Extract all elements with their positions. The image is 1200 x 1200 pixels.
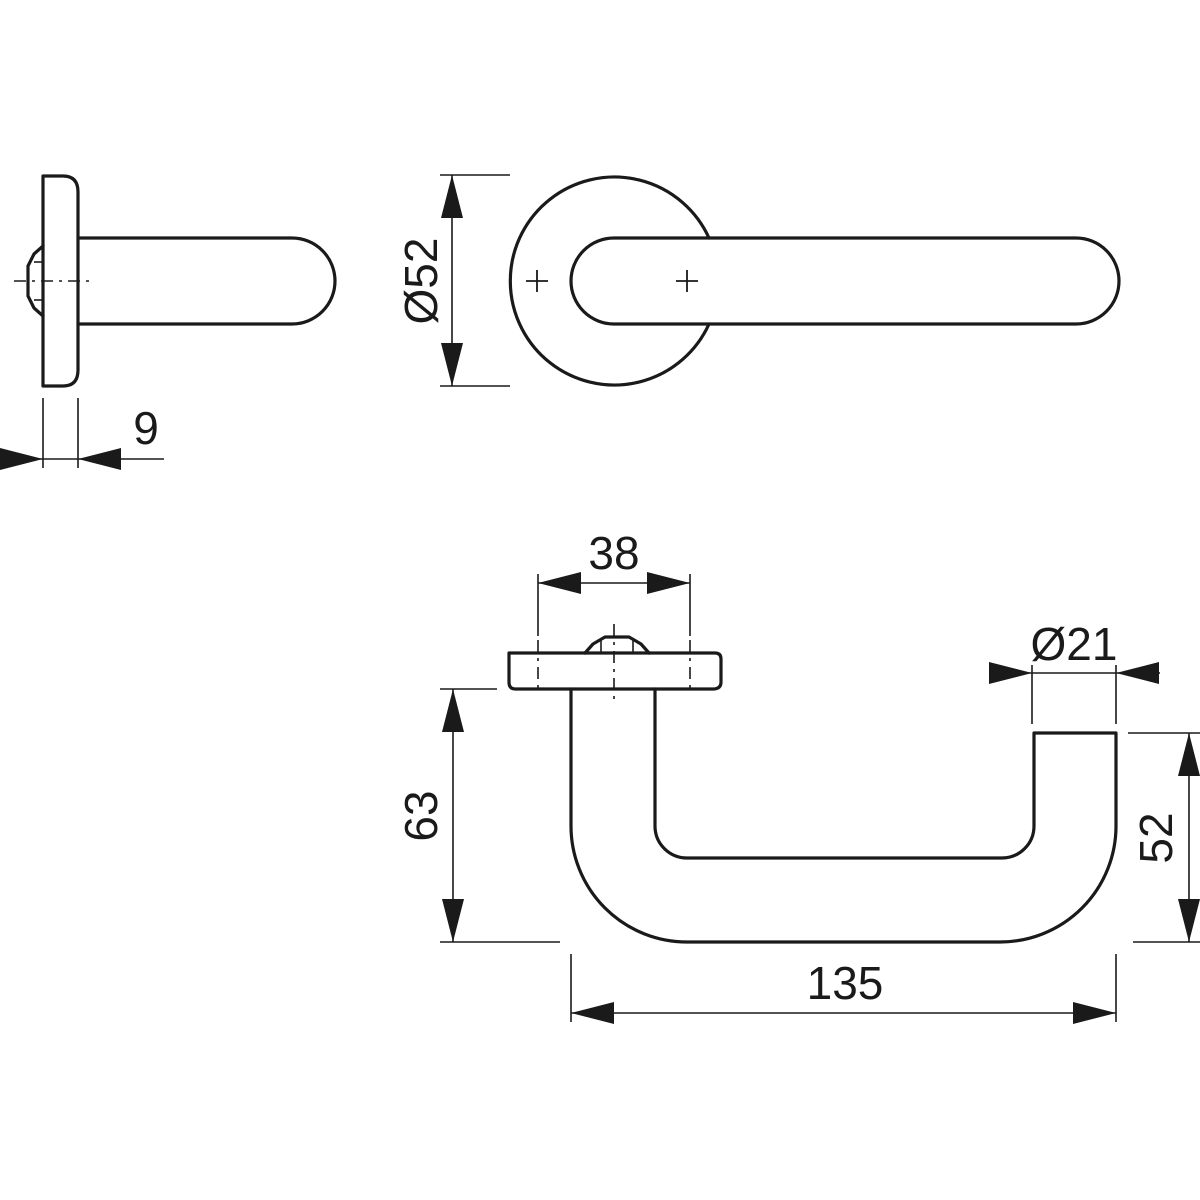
- side-view-spindle-screw: [26, 244, 45, 318]
- front-view-rose-outline: [508, 175, 711, 387]
- dimension-arrow-right: [1073, 1002, 1116, 1024]
- top-view: [507, 624, 1118, 944]
- lever-fixing-point-mark: [676, 270, 698, 292]
- dimension-arrow-bottom: [442, 899, 464, 942]
- dimension-label-rose-offset: 38: [588, 527, 639, 579]
- dimension-arrow-left: [0, 448, 43, 470]
- dimension-label-end-height: 52: [1130, 812, 1182, 863]
- dimension-rose-thickness: 9: [0, 398, 164, 470]
- dimension-handle-diameter: Ø21: [989, 618, 1160, 724]
- dimension-arrow-left: [989, 662, 1032, 684]
- dimension-handle-height: 63: [395, 688, 560, 943]
- dimension-end-height: 52: [1128, 732, 1200, 943]
- front-view-lever: [569, 236, 1121, 326]
- dimension-label-handle-diameter: Ø21: [1031, 618, 1118, 670]
- dimension-label-handle-length: 135: [807, 957, 884, 1009]
- dimension-arrow-bottom: [441, 343, 463, 386]
- dimension-arrow-right: [78, 448, 121, 470]
- dimension-label-handle-height: 63: [395, 790, 447, 841]
- dimension-arrow-right: [1116, 662, 1159, 684]
- side-view: [14, 174, 337, 388]
- dimension-rose-offset: 38: [537, 527, 691, 636]
- dimension-rose-diameter: Ø52: [395, 174, 510, 387]
- dimension-label-rose-diameter: Ø52: [395, 238, 447, 325]
- side-view-rose: [41, 174, 80, 388]
- dimension-arrow-bottom: [1178, 899, 1200, 942]
- dimension-arrow-left: [571, 1002, 614, 1024]
- side-view-lever: [76, 236, 337, 326]
- dimension-arrow-top: [442, 689, 464, 732]
- dimension-label-rose-thickness: 9: [133, 402, 159, 454]
- rose-fixing-point-mark: [526, 270, 548, 292]
- top-view-rose: [507, 651, 723, 691]
- front-view: [508, 175, 1121, 387]
- dimension-handle-length: 135: [570, 954, 1117, 1024]
- dimension-arrow-left: [538, 572, 581, 594]
- dimension-arrow-right: [647, 572, 690, 594]
- top-view-spindle-screw: [583, 635, 651, 655]
- dimension-arrow-top: [1178, 733, 1200, 776]
- dimension-arrow-top: [441, 175, 463, 218]
- top-view-handle: [569, 687, 1118, 944]
